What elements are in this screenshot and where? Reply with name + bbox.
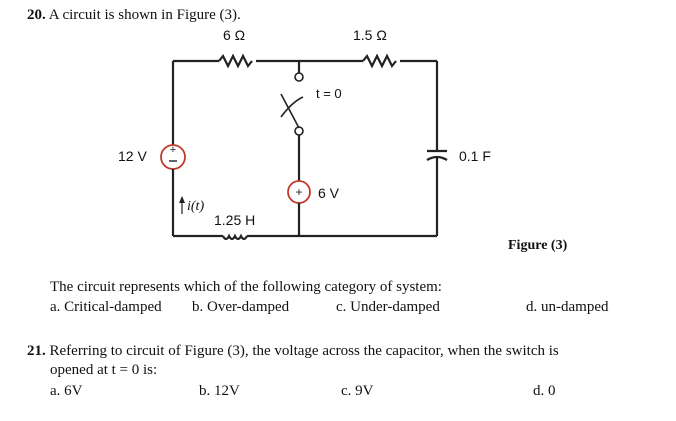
- label-capacitor: 0.1 F: [459, 148, 491, 164]
- inductor: [222, 233, 248, 241]
- q21-option-d[interactable]: d. 0: [533, 383, 556, 399]
- figure-caption: Figure (3): [508, 238, 568, 253]
- q20-option-d[interactable]: d. un-damped: [526, 299, 609, 315]
- switch-arm: [280, 93, 300, 129]
- question-21-number: 21.: [27, 343, 46, 359]
- svg-text:+: +: [295, 185, 302, 199]
- question-20-header: 20. A circuit is shown in Figure (3).: [27, 7, 241, 24]
- question-21-line1: 21. Referring to circuit of Figure (3), …: [27, 343, 559, 360]
- question-20-number: 20.: [27, 7, 46, 23]
- question-21-line2: opened at t = 0 is:: [50, 362, 158, 378]
- q20-option-b[interactable]: b. Over-damped: [192, 299, 290, 315]
- label-switch: t = 0: [316, 86, 342, 101]
- resistor-1-5-ohm: [362, 53, 397, 69]
- label-inductor: 1.25 H: [214, 212, 256, 228]
- q21-option-c[interactable]: c. 9V: [341, 383, 374, 399]
- q20-option-c[interactable]: c. Under-damped: [336, 299, 440, 315]
- label-current: i(t): [187, 199, 205, 214]
- q20-option-a[interactable]: a. Critical-damped: [50, 299, 162, 315]
- question-20-followup: The circuit represents which of the foll…: [50, 279, 442, 295]
- q21-option-a[interactable]: a. 6V: [50, 383, 83, 399]
- svg-text:+: +: [170, 144, 176, 156]
- question-21-text: Referring to circuit of Figure (3), the …: [49, 343, 559, 359]
- resistor-6-ohm: [218, 53, 253, 69]
- label-r1: 6 Ω: [223, 27, 246, 43]
- label-source1: 12 V: [118, 148, 147, 164]
- question-20-stem: A circuit is shown in Figure (3).: [48, 7, 241, 23]
- switch-contact-top: [294, 72, 304, 82]
- q21-option-b[interactable]: b. 12V: [199, 383, 240, 399]
- label-r2: 1.5 Ω: [353, 27, 387, 43]
- label-source2: 6 V: [318, 185, 340, 201]
